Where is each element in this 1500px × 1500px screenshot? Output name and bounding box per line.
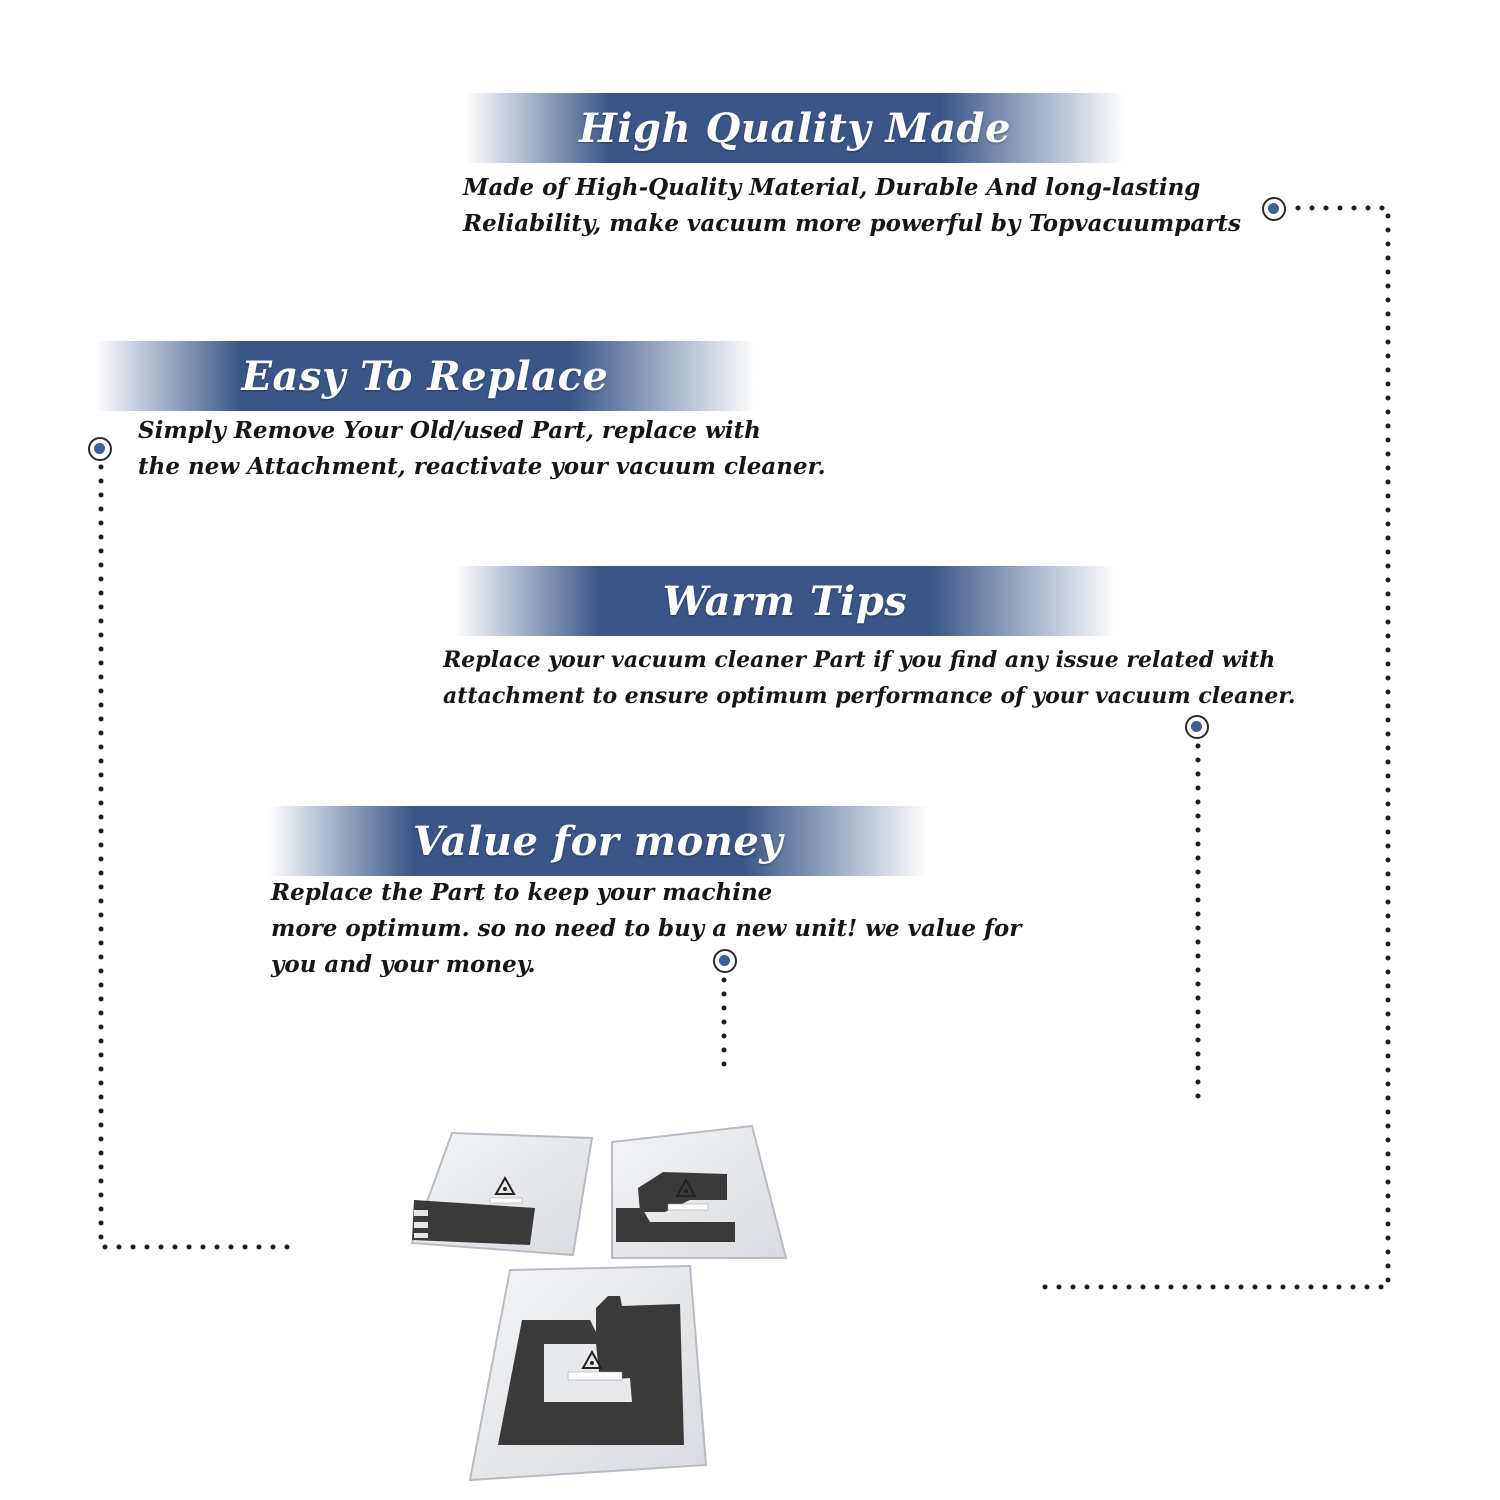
connector-easy-replace bbox=[98, 464, 299, 1250]
section-title: Warm Tips bbox=[662, 577, 908, 625]
banner-easy-replace: Easy To Replace bbox=[95, 341, 755, 411]
section-title: Value for money bbox=[412, 817, 784, 865]
connector-high-quality bbox=[1035, 205, 1391, 1290]
section-description: Simply Remove Your Old/used Part, replac… bbox=[138, 417, 826, 480]
section-description: Replace the Part to keep your machine mo… bbox=[271, 879, 1022, 978]
foam-bag-2 bbox=[611, 1124, 788, 1259]
marker-high-quality bbox=[1262, 197, 1286, 221]
section-description: Made of High-Quality Material, Durable A… bbox=[463, 174, 1241, 237]
marker-value-money bbox=[713, 949, 737, 973]
banner-value-money: Value for money bbox=[268, 806, 928, 876]
banner-high-quality: High Quality Made bbox=[465, 93, 1125, 163]
section-title: Easy To Replace bbox=[241, 352, 609, 400]
marker-easy-replace bbox=[88, 437, 112, 461]
foam-bag-3 bbox=[468, 1264, 708, 1482]
foam-bag-1 bbox=[410, 1131, 594, 1257]
section-title: High Quality Made bbox=[579, 104, 1011, 152]
banner-warm-tips: Warm Tips bbox=[455, 566, 1115, 636]
marker-warm-tips bbox=[1185, 715, 1209, 739]
section-description: Replace your vacuum cleaner Part if you … bbox=[443, 647, 1296, 709]
